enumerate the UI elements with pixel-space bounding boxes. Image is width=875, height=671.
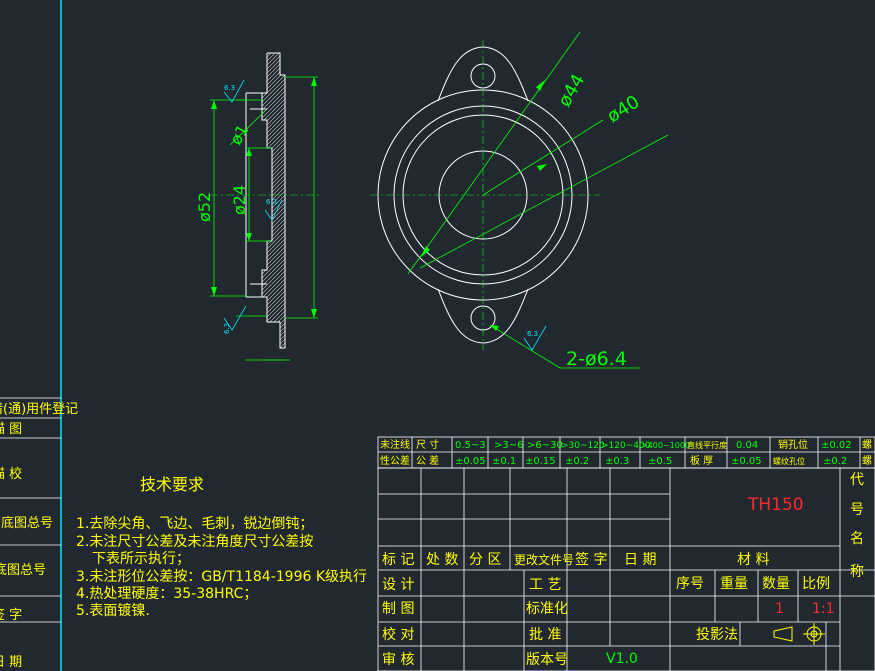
revision-header: 签 字 bbox=[575, 551, 607, 568]
revision-header: 分 区 bbox=[469, 552, 501, 568]
signoff-label: 设 计 bbox=[382, 577, 414, 593]
tech-requirements-title: 技术要求 bbox=[140, 475, 204, 494]
roughness-symbol bbox=[223, 79, 283, 331]
strip-label: 签 字 bbox=[0, 607, 22, 623]
tolerance-cell: ±0.02 bbox=[821, 440, 852, 451]
dimension-dia1: ø1 bbox=[226, 121, 252, 148]
side-label: 称 bbox=[850, 564, 864, 580]
signoff-label: 制 图 bbox=[382, 601, 414, 617]
info-header: 序号 bbox=[676, 576, 704, 592]
roughness-value: 6.3 bbox=[266, 198, 277, 206]
quantity-value: 1 bbox=[775, 601, 784, 617]
section-view: ø52 ø24 ø1 6.3 6.3 6.3 bbox=[195, 52, 320, 361]
dimension-dia40: ø40 bbox=[604, 91, 644, 127]
front-dimension-lines bbox=[407, 31, 669, 369]
front-arrows bbox=[421, 80, 547, 331]
tolerance-cell: 板 厚 bbox=[690, 454, 713, 467]
tolerance-cell: ±0.5 bbox=[648, 456, 672, 467]
projection-symbol-icon bbox=[773, 623, 825, 645]
technical-requirements: 技术要求 1.去除尖角、飞边、毛刺，锐边倒钝； 2.未注尺寸公差及未注角度尺寸公… bbox=[76, 475, 367, 619]
tolerance-cell: 螺纹孔位 bbox=[773, 456, 805, 466]
tech-requirement-line: 1.去除尖角、飞边、毛刺，锐边倒钝； bbox=[76, 516, 313, 532]
tolerance-cell: ±0.2 bbox=[565, 456, 589, 467]
dimension-dia44: ø44 bbox=[554, 71, 589, 111]
strip-label: 底图总号 bbox=[0, 562, 46, 578]
revision-header: 标 记 bbox=[382, 552, 414, 568]
front-view: ø44 ø40 2-ø6.4 6.3 bbox=[370, 31, 669, 370]
approval-label: 标准化 bbox=[526, 601, 568, 617]
tolerance-cell: 直线平行度 bbox=[687, 440, 727, 450]
strip-label: 日 期 bbox=[0, 655, 22, 670]
dimension-holes: 2-ø6.4 bbox=[566, 348, 627, 370]
tech-requirement-line: 2.未注尺寸公差及未注角度尺寸公差按 bbox=[76, 534, 313, 550]
strip-label: 借(通)用件登记 bbox=[0, 402, 78, 417]
dimension-dia24: ø24 bbox=[230, 185, 249, 215]
roughness-value: 6.3 bbox=[224, 84, 235, 92]
dimension-dia52: ø52 bbox=[195, 192, 214, 222]
material-label: 材 料 bbox=[737, 552, 769, 568]
approval-label: 工 艺 bbox=[529, 577, 561, 593]
tolerance-header-cell: 公 差 bbox=[416, 454, 439, 467]
tolerance-cell: ±0.2 bbox=[823, 456, 847, 467]
tolerance-cell: 螺 bbox=[862, 439, 872, 451]
tolerance-header-cell: 未注线 bbox=[380, 438, 410, 451]
tolerance-cell: >6~30 bbox=[527, 440, 563, 451]
revision-header: 处 数 bbox=[426, 552, 458, 568]
tolerance-cell: >400~1000 bbox=[641, 441, 690, 450]
roughness-value: 6.3 bbox=[223, 323, 231, 334]
tolerance-cell: >120~400 bbox=[601, 441, 651, 451]
version-value: V1.0 bbox=[606, 651, 638, 667]
tolerance-cell: ±0.1 bbox=[492, 456, 516, 467]
side-label: 代 bbox=[850, 472, 864, 488]
roughness-value: 6.3 bbox=[527, 330, 538, 338]
info-header: 数量 bbox=[762, 576, 790, 592]
projection-label: 投影法 bbox=[696, 627, 738, 643]
tech-requirement-line: 4.热处理硬度：35-38HRC； bbox=[76, 586, 257, 602]
part-name: TH150 bbox=[747, 495, 804, 515]
side-label: 号 bbox=[850, 502, 864, 518]
section-outline bbox=[245, 52, 286, 349]
tolerance-cell: ±0.15 bbox=[525, 456, 556, 467]
approval-label: 批 准 bbox=[529, 627, 561, 643]
revision-header: 更改文件号 bbox=[514, 552, 574, 567]
tolerance-cell: ±0.05 bbox=[731, 456, 762, 467]
info-header: 重量 bbox=[720, 576, 748, 592]
section-arrows bbox=[211, 77, 317, 318]
strip-label: 描 图 bbox=[0, 422, 22, 437]
tolerance-table: 未注线 尺 寸 性公差 公 差 0.5~3 >3~6 >6~30 >30~120… bbox=[377, 436, 875, 469]
left-binding-strip: 借(通)用件登记 描 图 描 校 旧底图总号 底图总号 签 字 日 期 bbox=[0, 397, 78, 670]
tolerance-header-cell: 尺 寸 bbox=[416, 438, 439, 451]
tech-requirement-line: 5.表面镀镍. bbox=[76, 602, 150, 619]
tolerance-cell: 螺 bbox=[862, 455, 872, 467]
strip-label: 旧底图总号 bbox=[0, 515, 53, 531]
tolerance-cell: 销孔位 bbox=[778, 438, 808, 451]
tolerance-header-cell: 性公差 bbox=[380, 454, 410, 467]
tolerance-cell: >30~120 bbox=[561, 441, 605, 451]
scale-value: 1:1 bbox=[812, 601, 835, 617]
tech-requirement-line: 3.未注形位公差按：GB/T1184-1996 K级执行 bbox=[76, 569, 367, 585]
side-label: 名 bbox=[850, 531, 864, 547]
info-header: 比例 bbox=[802, 576, 830, 592]
tolerance-cell: ±0.05 bbox=[455, 456, 486, 467]
approval-label: 版本号 bbox=[526, 652, 568, 668]
tolerance-cell: >3~6 bbox=[494, 440, 523, 451]
revision-header: 日 期 bbox=[624, 552, 656, 568]
tech-requirement-line: 下表所示执行； bbox=[92, 551, 190, 567]
roughness-symbol bbox=[523, 325, 547, 351]
section-hatch bbox=[262, 53, 285, 348]
title-block: TH150 代 号 名 称 标 记 处 数 分 区 更改文件号 签 字 日 期 … bbox=[377, 467, 875, 671]
section-dimension-lines bbox=[210, 76, 318, 361]
signoff-label: 校 对 bbox=[382, 626, 414, 643]
tolerance-cell: ±0.3 bbox=[605, 456, 629, 467]
strip-label: 描 校 bbox=[0, 466, 22, 482]
tolerance-cell: 0.5~3 bbox=[455, 440, 486, 451]
tolerance-cell: 0.04 bbox=[736, 440, 758, 451]
signoff-label: 审 核 bbox=[382, 652, 414, 668]
